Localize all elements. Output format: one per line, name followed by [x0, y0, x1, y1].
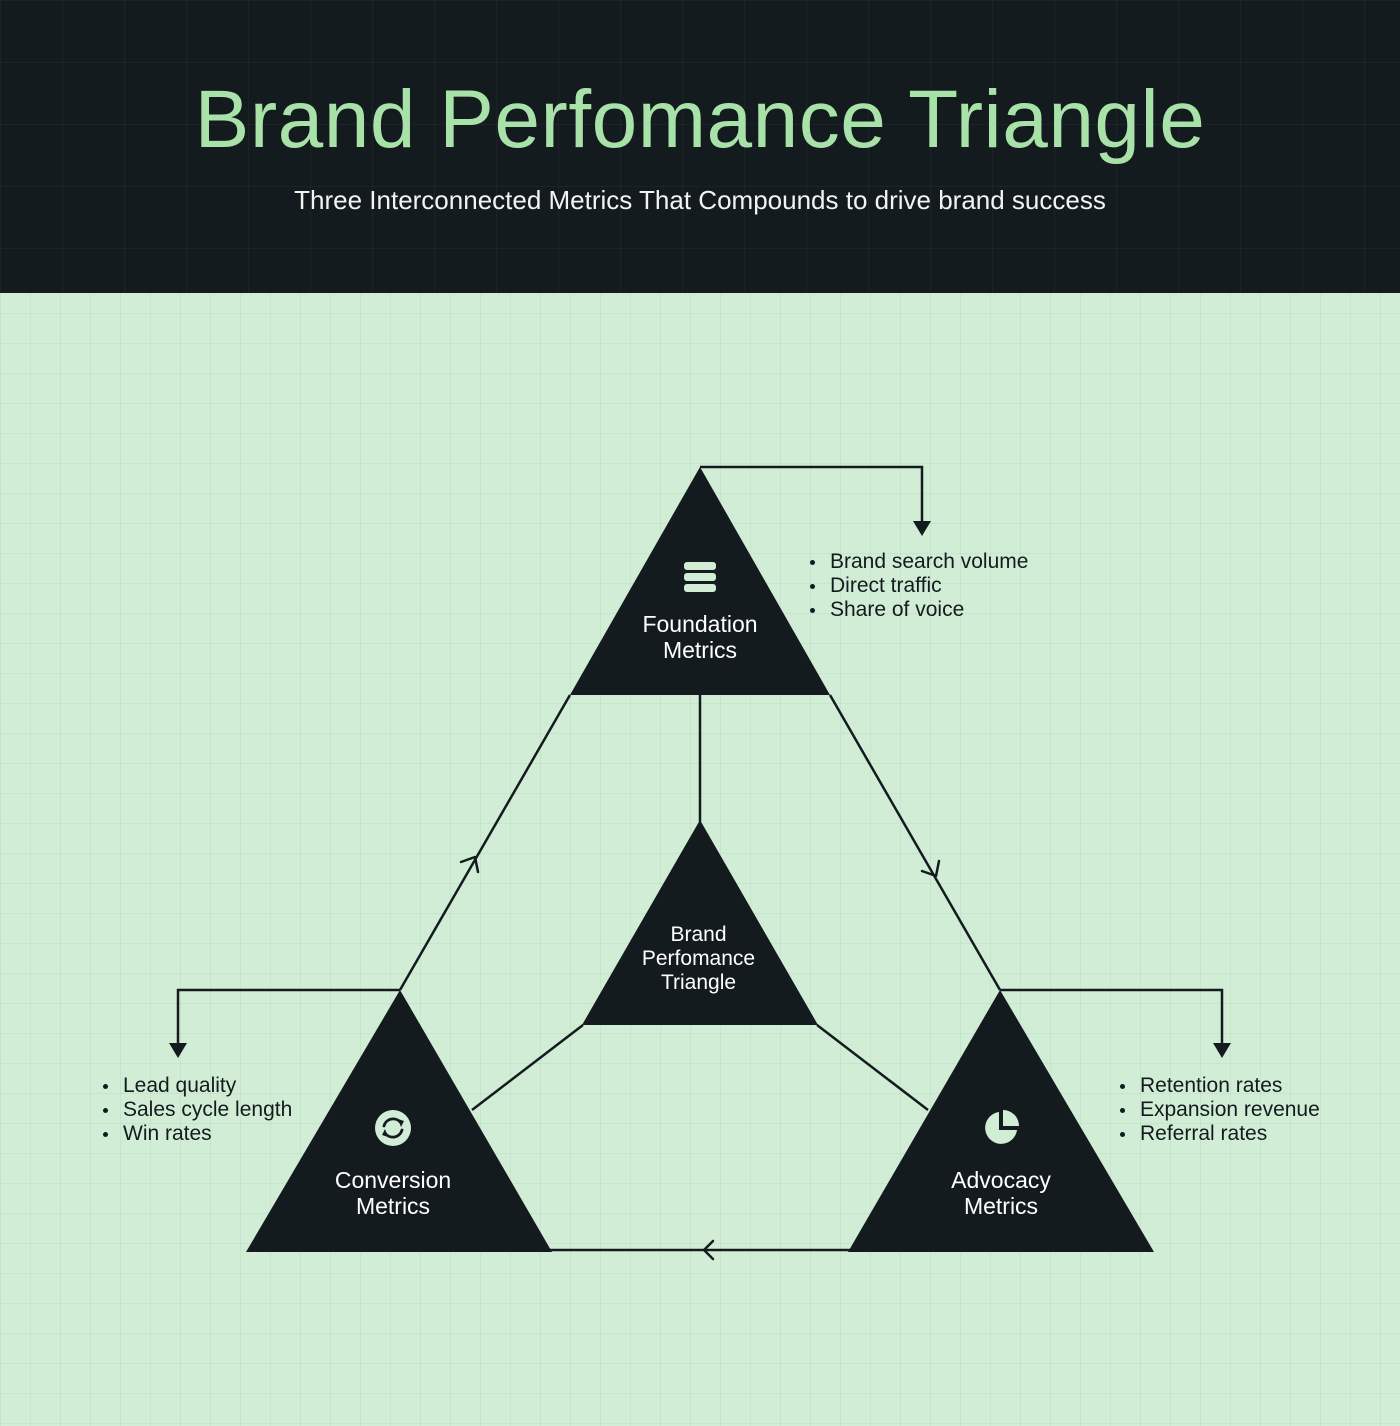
foundation-label-line2: Metrics — [662, 637, 738, 663]
advocacy-label-line2: Metrics — [963, 1193, 1039, 1219]
conversion-label-line1: Conversion — [334, 1167, 452, 1193]
pie-chart-icon — [985, 1110, 1019, 1144]
list-item: Retention rates — [1118, 1074, 1320, 1098]
diagram-canvas: Foundation Metrics Brand search volume D… — [0, 293, 1400, 1426]
arrowhead-foundation — [913, 521, 931, 536]
center-label-line3: Triangle — [660, 971, 737, 994]
arrowhead-conversion — [169, 1043, 187, 1058]
flow-arrow-left — [702, 1239, 715, 1261]
advocacy-bullet-list: Retention rates Expansion revenue Referr… — [1118, 1074, 1320, 1146]
foundation-label-line1: Foundation — [642, 611, 758, 637]
list-item: Share of voice — [808, 598, 1028, 622]
foundation-bullet-list: Brand search volume Direct traffic Share… — [808, 550, 1028, 622]
list-item: Referral rates — [1118, 1122, 1320, 1146]
list-item: Expansion revenue — [1118, 1098, 1320, 1122]
header-banner: Brand Perfomance Triangle Three Intercon… — [0, 0, 1400, 293]
conversion-label-line2: Metrics — [355, 1193, 431, 1219]
advocacy-triangle — [848, 990, 1154, 1252]
center-label-line1: Brand — [670, 923, 727, 946]
flow-arrow-down-right — [920, 859, 941, 878]
list-item: Win rates — [101, 1122, 292, 1146]
page-subtitle: Three Interconnected Metrics That Compou… — [294, 185, 1106, 215]
foundation-label: Foundation Metrics — [600, 611, 800, 663]
database-icon — [684, 562, 716, 592]
page-title: Brand Perfomance Triangle — [194, 74, 1206, 165]
arrowhead-advocacy — [1213, 1043, 1231, 1058]
connector-conversion-bullets — [176, 988, 400, 1045]
list-item: Sales cycle length — [101, 1098, 292, 1122]
spoke-conversion — [471, 1024, 584, 1111]
spoke-advocacy — [816, 1024, 929, 1111]
connector-foundation-bullets — [700, 465, 924, 523]
flow-arrow-up-left — [459, 855, 480, 874]
diagram-svg — [169, 465, 1231, 1261]
edge-conversion-to-foundation — [398, 694, 572, 991]
advocacy-label: Advocacy Metrics — [901, 1167, 1101, 1219]
refresh-icon — [375, 1110, 411, 1146]
list-item: Lead quality — [101, 1074, 292, 1098]
list-item: Brand search volume — [808, 550, 1028, 574]
conversion-bullet-list: Lead quality Sales cycle length Win rate… — [101, 1074, 292, 1146]
list-item: Direct traffic — [808, 574, 1028, 598]
center-label: Brand Perfomance Triangle — [600, 923, 797, 995]
connector-advocacy-bullets — [1000, 988, 1224, 1045]
center-label-line2: Perfomance — [641, 947, 756, 970]
edge-foundation-to-advocacy — [828, 694, 1002, 991]
center-triangle — [582, 820, 818, 1025]
conversion-label: Conversion Metrics — [293, 1167, 493, 1219]
advocacy-label-line1: Advocacy — [951, 1167, 1051, 1193]
